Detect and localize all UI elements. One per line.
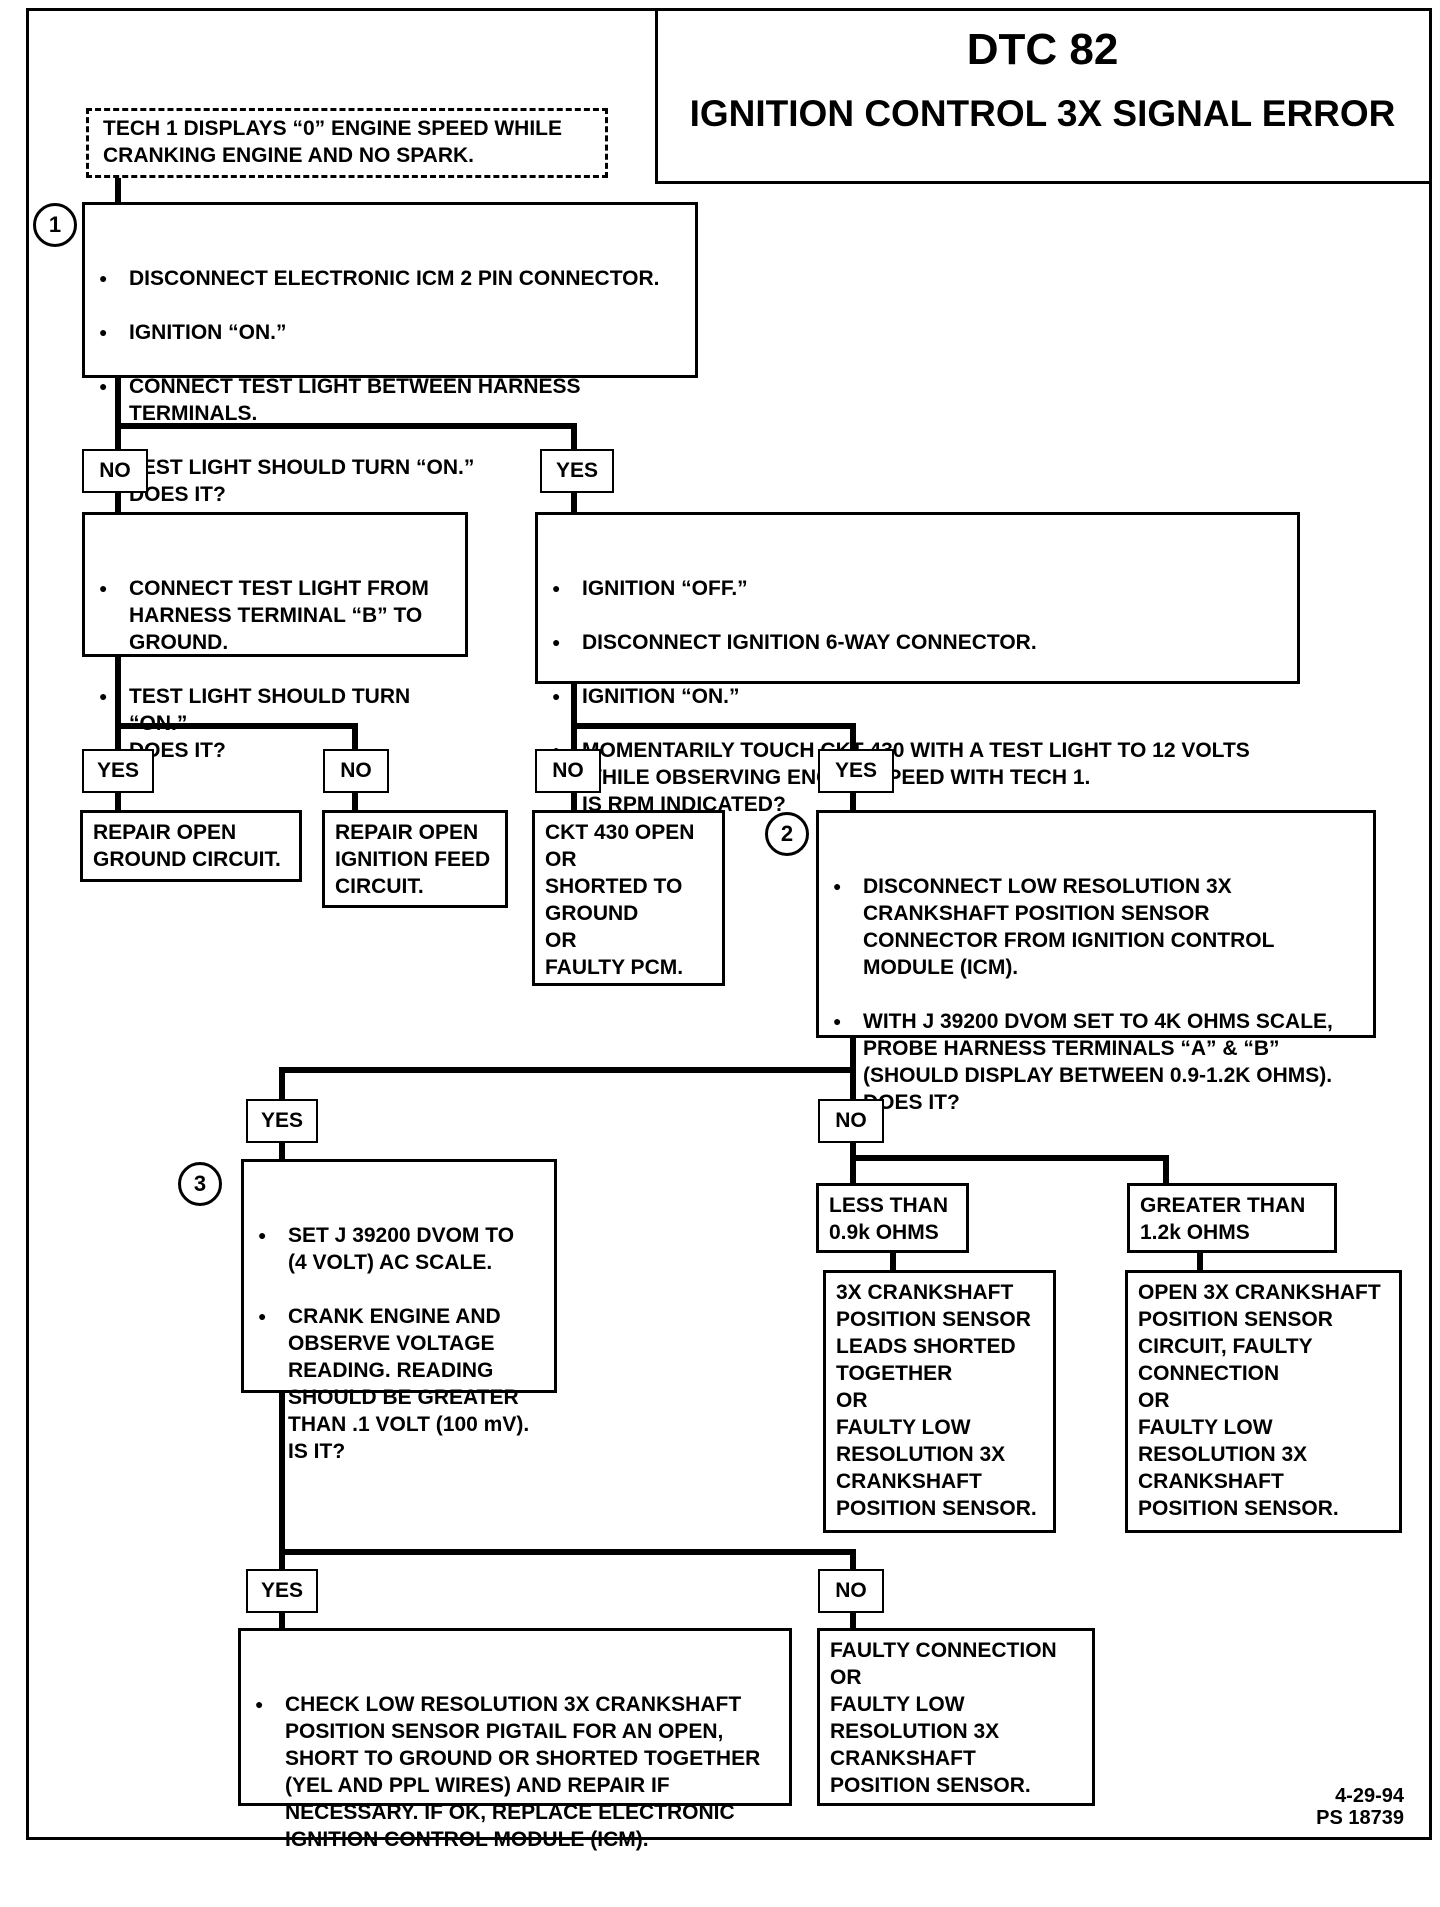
step-3-box: SET J 39200 DVOM TO (4 VOLT) AC SCALE. C…	[241, 1159, 557, 1463]
step-1-marker: 1	[33, 203, 77, 247]
dtc-code: DTC 82	[966, 25, 1119, 74]
branch-yes-label: YES	[540, 449, 614, 493]
step-3-item: SET J 39200 DVOM TO (4 VOLT) AC SCALE.	[254, 1222, 544, 1276]
branch-yes-label: YES	[246, 1099, 318, 1143]
step-2-box: DISCONNECT LOW RESOLUTION 3X CRANKSHAFT …	[816, 810, 1376, 1114]
branch-no-label: NO	[323, 749, 389, 793]
yes-check-item: IGNITION “OFF.”	[548, 575, 1287, 602]
no-check-item: TEST LIGHT SHOULD TURN “ON.” DOES IT?	[95, 683, 455, 764]
branch-yes-label: YES	[246, 1569, 318, 1613]
yes-check-item: DISCONNECT IGNITION 6-WAY CONNECTOR.	[548, 629, 1287, 656]
ckt430-result: CKT 430 OPEN OR SHORTED TO GROUND OR FAU…	[532, 810, 725, 986]
yes-check-item: MOMENTARILY TOUCH CKT 430 WITH A TEST LI…	[548, 737, 1287, 818]
step-3-marker: 3	[178, 1162, 222, 1206]
step-1-item: DISCONNECT ELECTRONIC ICM 2 PIN CONNECTO…	[95, 265, 685, 292]
branch-yes-label: YES	[818, 749, 894, 793]
yes-check-item: IGNITION “ON.”	[548, 683, 1287, 710]
faulty-connection-result: FAULTY CONNECTION OR FAULTY LOW RESOLUTI…	[817, 1628, 1095, 1806]
header-box	[655, 8, 1432, 184]
branch-no-label: NO	[82, 449, 148, 493]
step-2-item: DISCONNECT LOW RESOLUTION 3X CRANKSHAFT …	[829, 873, 1363, 981]
no-check-item: CONNECT TEST LIGHT FROM HARNESS TERMINAL…	[95, 575, 455, 656]
branch-no-label: NO	[818, 1099, 884, 1143]
final-check-box: CHECK LOW RESOLUTION 3X CRANKSHAFT POSIT…	[238, 1628, 792, 1851]
no-check-box: CONNECT TEST LIGHT FROM HARNESS TERMINAL…	[82, 512, 468, 762]
final-check-item: CHECK LOW RESOLUTION 3X CRANKSHAFT POSIT…	[251, 1691, 779, 1853]
open-circuit-result: OPEN 3X CRANKSHAFT POSITION SENSOR CIRCU…	[1125, 1270, 1402, 1533]
yes-check-box: IGNITION “OFF.” DISCONNECT IGNITION 6-WA…	[535, 512, 1300, 816]
start-line-1: TECH 1 DISPLAYS “0” ENGINE SPEED WHILE	[103, 117, 562, 140]
start-condition-box: TECH 1 DISPLAYS “0” ENGINE SPEED WHILE C…	[86, 108, 608, 178]
step-1-box: DISCONNECT ELECTRONIC ICM 2 PIN CONNECTO…	[82, 202, 698, 506]
step-2-marker: 2	[765, 812, 809, 856]
branch-yes-label: YES	[82, 749, 154, 793]
step-2-item: WITH J 39200 DVOM SET TO 4K OHMS SCALE, …	[829, 1008, 1363, 1116]
revision-date: 4-29-94	[1335, 1785, 1404, 1807]
greater-than-result: GREATER THAN 1.2k OHMS	[1127, 1183, 1337, 1253]
repair-ground-result: REPAIR OPEN GROUND CIRCUIT.	[80, 810, 302, 882]
repair-feed-result: REPAIR OPEN IGNITION FEED CIRCUIT.	[322, 810, 508, 908]
step-1-item: CONNECT TEST LIGHT BETWEEN HARNESS TERMI…	[95, 373, 685, 427]
start-line-2: CRANKING ENGINE AND NO SPARK.	[103, 144, 475, 167]
page-title: IGNITION CONTROL 3X SIGNAL ERROR	[689, 93, 1396, 134]
less-than-result: LESS THAN 0.9k OHMS	[816, 1183, 969, 1253]
step-1-item: IGNITION “ON.”	[95, 319, 685, 346]
step-3-item: CRANK ENGINE AND OBSERVE VOLTAGE READING…	[254, 1303, 544, 1465]
document-reference: 4-29-94 PS 18739	[1316, 1785, 1404, 1829]
branch-no-label: NO	[535, 749, 601, 793]
shorted-sensor-result: 3X CRANKSHAFT POSITION SENSOR LEADS SHOR…	[823, 1270, 1056, 1533]
figure-number: PS 18739	[1316, 1807, 1404, 1829]
branch-no-label: NO	[818, 1569, 884, 1613]
